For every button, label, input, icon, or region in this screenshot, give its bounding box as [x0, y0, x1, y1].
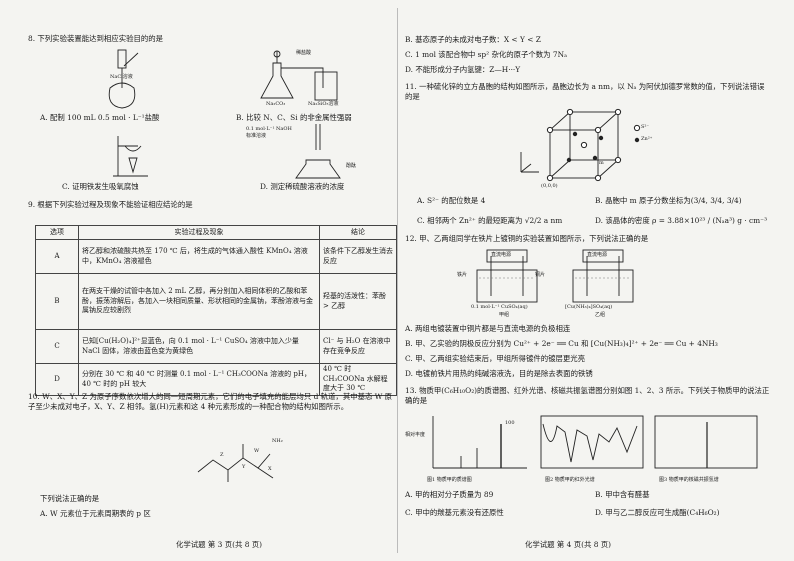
- legend-sulfide: S²⁻: [641, 124, 650, 130]
- q11-option-b: B. 晶胞中 m 原子分数坐标为(3/4, 3/4, 3/4): [595, 196, 742, 205]
- nmr-spectrum-figure: [654, 415, 758, 469]
- q10-option-d: D. 不能形成分子内氢键：Z—H···Y: [405, 65, 521, 74]
- atom-m-label: m: [599, 160, 604, 166]
- table-row: A 将乙醇和浓硫酸共热至 170 ℃ 后，将生成的气体通入酸性 KMnO₄ 溶液…: [35, 239, 397, 274]
- table-row: B 在两支干燥的试管中各加入 2 mL 乙醇，再分别加入相同体积的乙酸和苯酚，振…: [35, 273, 397, 330]
- q13-option-a: A. 甲的相对分子质量为 89: [405, 490, 494, 499]
- q8-stem: 8. 下列实验装置能达到相应实验目的的是: [28, 34, 164, 43]
- q11-option-c: C. 相邻两个 Zn²⁺ 的最短距离为 √2/2 a nm: [417, 216, 563, 225]
- unit-cell-figure: [520, 108, 641, 182]
- volumetric-flask-figure: [108, 49, 139, 109]
- row-conclusion: 40 ℃ 时 CH₃COONa 水解程度大于 30 ℃: [319, 363, 397, 396]
- legend-zinc: Zn²⁺: [641, 136, 653, 142]
- electroplating-figure: [476, 249, 634, 303]
- figure2-caption: 图2 物质甲的红外光谱: [545, 477, 595, 483]
- group-a-label: 甲组: [499, 312, 510, 318]
- origin-label: (0,0,0): [541, 183, 558, 189]
- page-footer-left: 化学试题 第 3 页(共 8 页): [176, 540, 263, 549]
- q12-option-b: B. 甲、乙实验的阴极反应分别为 Cu²⁺ + 2e⁻ ══ Cu 和 [Cu(…: [405, 339, 718, 348]
- na2sio3-label: Na₂SiO₃溶液: [308, 101, 339, 107]
- row-procedure: 已知[Cu(H₂O)₄]²⁺显蓝色，向 0.1 mol · L⁻¹ CuSO₄ …: [78, 329, 320, 364]
- na2co3-label: Na₂CO₃: [266, 101, 286, 107]
- copper-sheet-label: 铜片: [535, 272, 546, 278]
- row-option: B: [35, 273, 79, 330]
- row-conclusion: Cl⁻ 与 H₂O 在溶液中存在竞争反应: [319, 329, 397, 364]
- ms-y-axis-label: 相对丰度: [405, 432, 426, 438]
- q10-option-a: A. W 元素位于元素周期表的 p 区: [40, 509, 151, 518]
- power-supply-label-2: 直流电源: [587, 252, 608, 258]
- table-header-row: 选项 实验过程及现象 结论: [35, 225, 397, 240]
- column-divider: [397, 8, 398, 553]
- q8-option-b: B. 比较 N、C、Si 的非金属性强弱: [236, 113, 352, 122]
- q10-stem: 10. W、X、Y、Z 为原子序数依次增大的同一短周期元素，它们的电子填充的能层…: [28, 392, 393, 411]
- ms-peak-label: 100: [505, 420, 515, 426]
- structure-label-y: Y: [242, 464, 246, 470]
- group-b-label: 乙组: [595, 312, 606, 318]
- structure-label-w: W: [254, 448, 260, 454]
- q11-option-d: D. 该晶体的密度 ρ = 3.88×10²³ / (Nₐa³) g · cm⁻…: [595, 216, 768, 225]
- evaporation-figure: [113, 136, 148, 177]
- q12-option-a: A. 两组电镀装置中铜片都是与直流电源的负极相连: [405, 324, 571, 333]
- dilute-acid-label: 稀盐酸: [296, 50, 312, 56]
- row-procedure: 在两支干燥的试管中各加入 2 mL 乙醇，再分别加入相同体积的乙酸和苯酚，振荡溶…: [78, 273, 320, 330]
- table-row: C 已知[Cu(H₂O)₄]²⁺显蓝色，向 0.1 mol · L⁻¹ CuSO…: [35, 329, 397, 364]
- q10-ask: 下列说法正确的是: [40, 494, 100, 503]
- row-option: A: [35, 239, 79, 274]
- header-conclusion: 结论: [319, 225, 397, 240]
- row-option: C: [35, 329, 79, 364]
- figure3-caption: 图3 物质甲的核磁共振氢谱: [659, 477, 719, 483]
- header-option: 选项: [35, 225, 79, 240]
- q11-stem: 11. 一种硫化锌的立方晶胞的结构如图所示，晶胞边长为 a nm，以 Nₐ 为阿…: [405, 82, 765, 101]
- q12-option-c: C. 甲、乙两组实验结束后，甲组所得镀件的镀层更光亮: [405, 354, 586, 363]
- cuso4-solution-label: 0.1 mol·L⁻¹ CuSO₄(aq): [471, 304, 528, 310]
- q11-option-a: A. S²⁻ 的配位数是 4: [417, 196, 486, 205]
- q8-option-c: C. 证明铁发生吸氧腐蚀: [62, 182, 139, 191]
- q9-stem: 9. 根据下列实验过程及现象不能验证相应结论的是: [28, 200, 193, 209]
- mass-spectrum-figure: [432, 416, 527, 469]
- table-row: D 分别在 30 ℃ 和 40 ℃ 时测量 0.1 mol · L⁻¹ CH₃C…: [35, 363, 397, 396]
- gas-generation-figure: [260, 50, 338, 101]
- header-procedure: 实验过程及现象: [78, 225, 320, 240]
- phenolphthalein-label: 酚酞: [346, 163, 357, 169]
- q12-option-d: D. 电镀前铁片用热的纯碱溶液洗，目的是除去表面的铁锈: [405, 369, 593, 378]
- row-procedure: 分别在 30 ℃ 和 40 ℃ 时测量 0.1 mol · L⁻¹ CH₃COO…: [78, 363, 320, 396]
- tetraammine-solution-label: [Cu(NH₃)₄]SO₄(aq): [565, 304, 613, 310]
- titration-figure: [295, 124, 341, 179]
- q13-option-b: B. 甲中含有醛基: [595, 490, 650, 499]
- structure-label-z: Z: [220, 452, 224, 458]
- q10-option-b: B. 基态原子的未成对电子数：X < Y < Z: [405, 35, 541, 44]
- left-column: 8. 下列实验装置能达到相应实验目的的是 NaCl溶液 稀盐酸 Na₂CO₃ N…: [28, 0, 398, 561]
- naoh-standard-label: 0.1 mol·L⁻¹ NaOH标准溶液: [246, 126, 292, 139]
- page-footer-right: 化学试题 第 4 页(共 8 页): [525, 540, 612, 549]
- row-conclusion: 该条件下乙醇发生消去反应: [319, 239, 397, 274]
- q8-option-d: D. 测定稀硫酸溶液的浓度: [260, 182, 345, 191]
- q8-option-a: A. 配制 100 mL 0.5 mol · L⁻¹盐酸: [40, 113, 160, 122]
- structure-label-nh2: NH₂: [272, 438, 283, 444]
- q9-table: 选项 实验过程及现象 结论 A 将乙醇和浓硫酸共热至 170 ℃ 后，将生成的气…: [35, 225, 397, 396]
- complex-structure-figure: [197, 444, 274, 482]
- power-supply-label-1: 直流电源: [491, 252, 512, 258]
- structure-label-x: X: [268, 466, 272, 472]
- q13-option-c: C. 甲中的羰基元素没有还原性: [405, 508, 504, 517]
- q10-option-c: C. 1 mol 该配合物中 sp² 杂化的原子个数为 7Nₐ: [405, 50, 567, 59]
- row-option: D: [35, 363, 79, 396]
- row-procedure: 将乙醇和浓硫酸共热至 170 ℃ 后，将生成的气体通入酸性 KMnO₄ 溶液中，…: [78, 239, 320, 274]
- q13-option-d: D. 甲与乙二醇反应可生成酯(C₄H₆O₂): [595, 508, 720, 517]
- iron-sheet-label: 铁片: [457, 272, 468, 278]
- row-conclusion: 羟基的活泼性：苯酚 > 乙醇: [319, 273, 397, 330]
- nacl-label: NaCl溶液: [110, 74, 133, 80]
- figure1-caption: 图1 物质甲的质谱图: [427, 477, 472, 483]
- q13-stem: 13. 物质甲(C₆H₁₀O₂)的质谱图、红外光谱、核磁共振氢谱图分别如图 1、…: [405, 386, 770, 405]
- right-column: B. 基态原子的未成对电子数：X < Y < Z C. 1 mol 该配合物中 …: [405, 0, 775, 561]
- ir-spectrum-figure: [540, 415, 644, 469]
- q12-stem: 12. 甲、乙两组同学在铁片上镀铜的实验装置如图所示，下列说法正确的是: [405, 234, 649, 243]
